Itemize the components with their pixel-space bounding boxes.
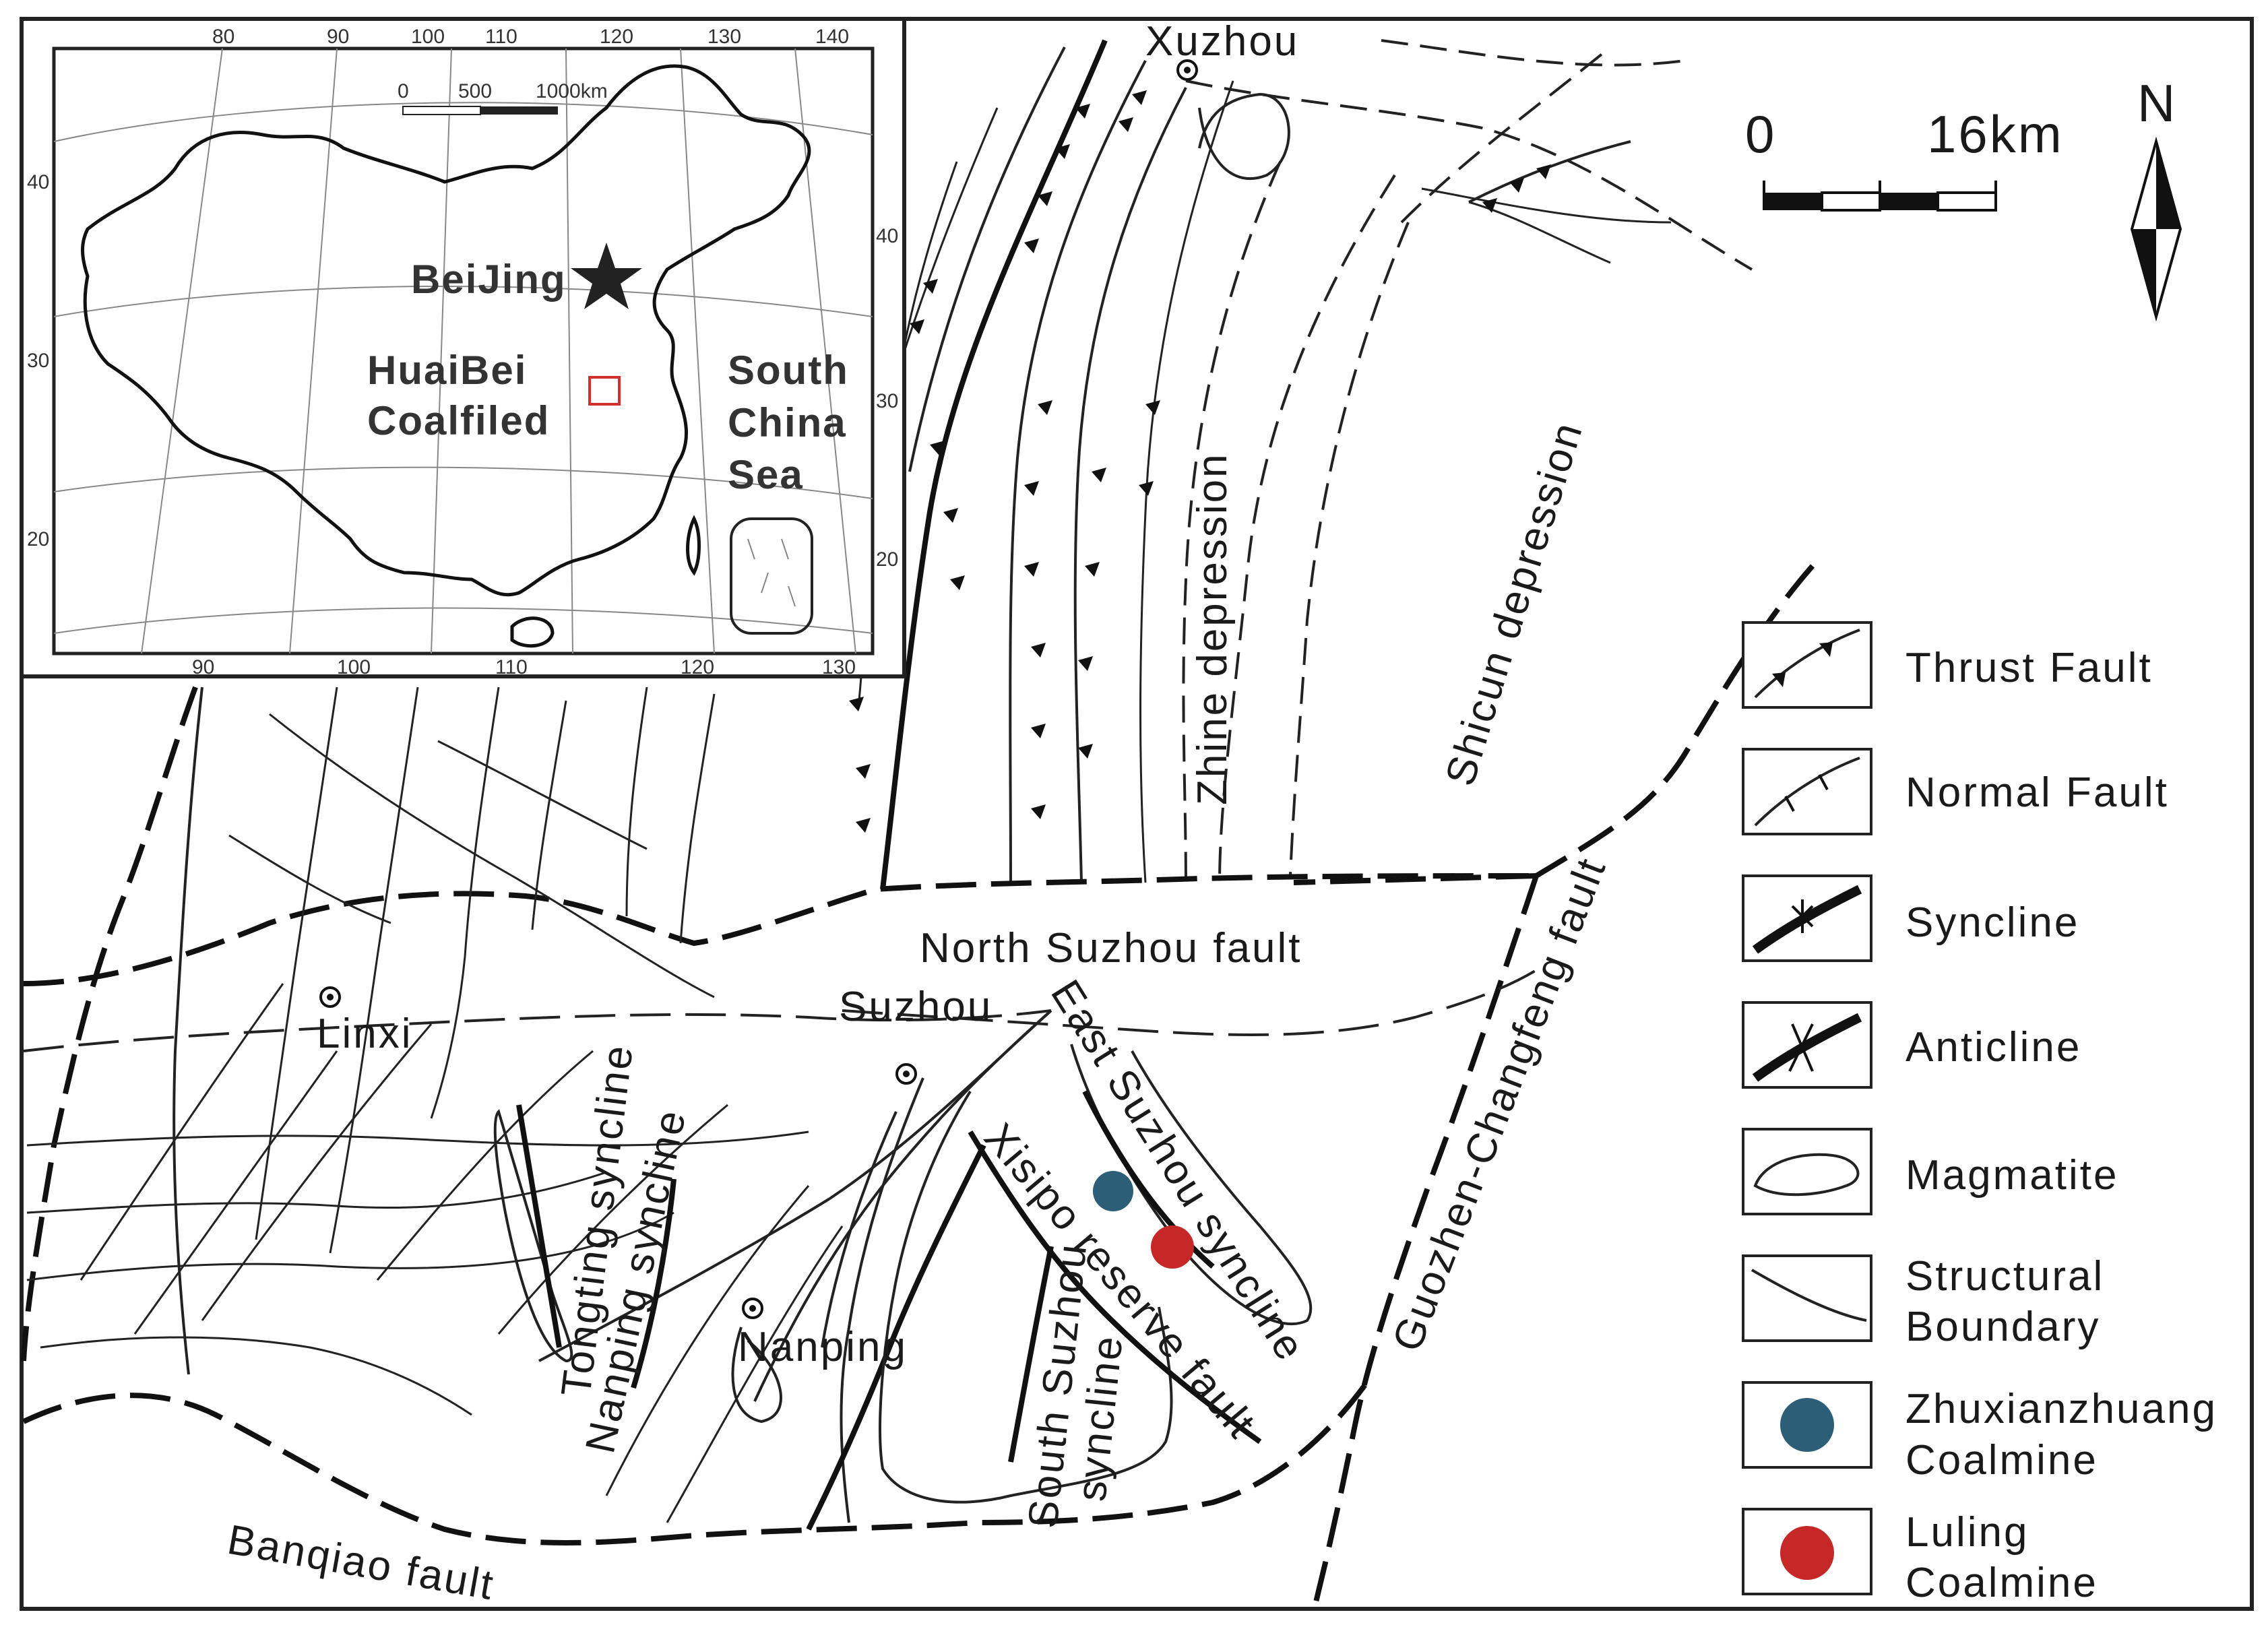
zhuxianzhuang-coalmine-marker xyxy=(1093,1171,1133,1211)
inset-top-ticks: 80 90 100 110 120 130 140 xyxy=(212,26,849,48)
inset-huaibei-2: Coalfiled xyxy=(367,398,550,443)
legend-magmatite: Magmatite xyxy=(1905,1152,2118,1199)
svg-text:110: 110 xyxy=(485,26,517,48)
svg-text:90: 90 xyxy=(192,656,214,678)
svg-text:140: 140 xyxy=(815,26,849,48)
legend-luling-2: Coalmine xyxy=(1905,1560,2098,1606)
map-frame xyxy=(20,17,2254,1611)
scale-bar-start: 0 xyxy=(1745,104,1776,164)
svg-text:40: 40 xyxy=(876,225,898,247)
inset-sea-2: China xyxy=(728,400,847,445)
city-linxi-label: Linxi xyxy=(317,1011,413,1057)
legend-zhuxianzhuang-icon xyxy=(1780,1398,1834,1452)
legend-structural-boundary-1: Structural xyxy=(1905,1253,2104,1300)
svg-text:80: 80 xyxy=(212,26,234,48)
city-suzhou: Suzhou xyxy=(839,984,993,1085)
luling-coalmine-marker xyxy=(1151,1225,1194,1269)
thrust-fault-teeth xyxy=(849,90,1551,833)
legend-zhuxianzhuang-1: Zhuxianzhuang xyxy=(1905,1386,2217,1432)
north-arrow: N xyxy=(2130,73,2182,322)
china-outline xyxy=(81,64,811,597)
city-linxi: Linxi xyxy=(317,986,413,1057)
zhine-depression-label: Zhine depression xyxy=(1189,452,1236,805)
north-arrow-label: N xyxy=(2137,73,2177,133)
scale-bar: 0 16km xyxy=(1745,104,2064,212)
city-suzhou-label: Suzhou xyxy=(839,984,993,1030)
north-suzhou-fault-label: North Suzhou fault xyxy=(920,925,1302,971)
legend-anticline: Anticline xyxy=(1905,1024,2081,1071)
svg-text:30: 30 xyxy=(876,390,898,412)
legend-zhuxianzhuang-2: Coalmine xyxy=(1905,1437,2098,1484)
legend-luling-icon xyxy=(1780,1526,1834,1580)
inset-scale-zero: 0 xyxy=(398,80,409,102)
inset-scale: 0 500 1000km xyxy=(398,80,608,115)
inset-huaibei-1: HuaiBei xyxy=(367,348,527,393)
svg-text:130: 130 xyxy=(707,26,741,48)
inset-bottom-ticks: 90 100 110 120 130 xyxy=(192,656,856,678)
svg-text:30: 30 xyxy=(27,350,49,372)
inset-sea-1: South xyxy=(728,348,849,393)
city-xuzhou: Xuzhou xyxy=(1145,18,1299,81)
svg-text:20: 20 xyxy=(27,528,49,550)
svg-text:100: 100 xyxy=(411,26,445,48)
svg-text:20: 20 xyxy=(876,548,898,571)
structure-lines xyxy=(21,39,1815,1611)
legend-luling-1: Luling xyxy=(1905,1509,2029,1556)
guozhen-changfeng-fault-label: Guozhen-Changfeng fault xyxy=(1384,851,1616,1358)
scale-bar-end: 16km xyxy=(1927,104,2064,164)
city-xuzhou-label: Xuzhou xyxy=(1145,18,1299,65)
legend-syncline: Syncline xyxy=(1905,899,2079,946)
legend-structural-boundary-2: Boundary xyxy=(1905,1304,2100,1350)
shicun-depression-label: Shicun depression xyxy=(1437,416,1592,791)
svg-text:40: 40 xyxy=(27,171,49,193)
inset-scale-end: 1000km xyxy=(536,80,608,102)
city-nanping: Nanping xyxy=(738,1298,908,1370)
svg-text:120: 120 xyxy=(600,26,633,48)
legend: Thrust Fault Normal Fault Syncline Antic… xyxy=(1742,621,2217,1606)
svg-text:110: 110 xyxy=(495,656,528,678)
svg-text:100: 100 xyxy=(337,656,371,678)
legend-normal-fault: Normal Fault xyxy=(1905,769,2169,816)
inset-beijing-label: BeiJing xyxy=(411,257,567,302)
inset-scale-mid: 500 xyxy=(458,80,492,102)
inset-map: BeiJing HuaiBei Coalfiled South China Se… xyxy=(20,17,906,678)
svg-text:120: 120 xyxy=(681,656,714,678)
svg-text:90: 90 xyxy=(327,26,349,48)
legend-thrust-fault: Thrust Fault xyxy=(1905,645,2153,691)
svg-text:130: 130 xyxy=(822,656,856,678)
inset-sea-3: Sea xyxy=(728,452,804,497)
huaibei-marker xyxy=(588,376,621,406)
inset-right-ticks: 40 30 20 xyxy=(876,225,898,571)
city-nanping-label: Nanping xyxy=(738,1324,908,1370)
inset-left-ticks: 40 30 20 xyxy=(27,171,49,550)
beijing-star-icon xyxy=(571,243,642,309)
